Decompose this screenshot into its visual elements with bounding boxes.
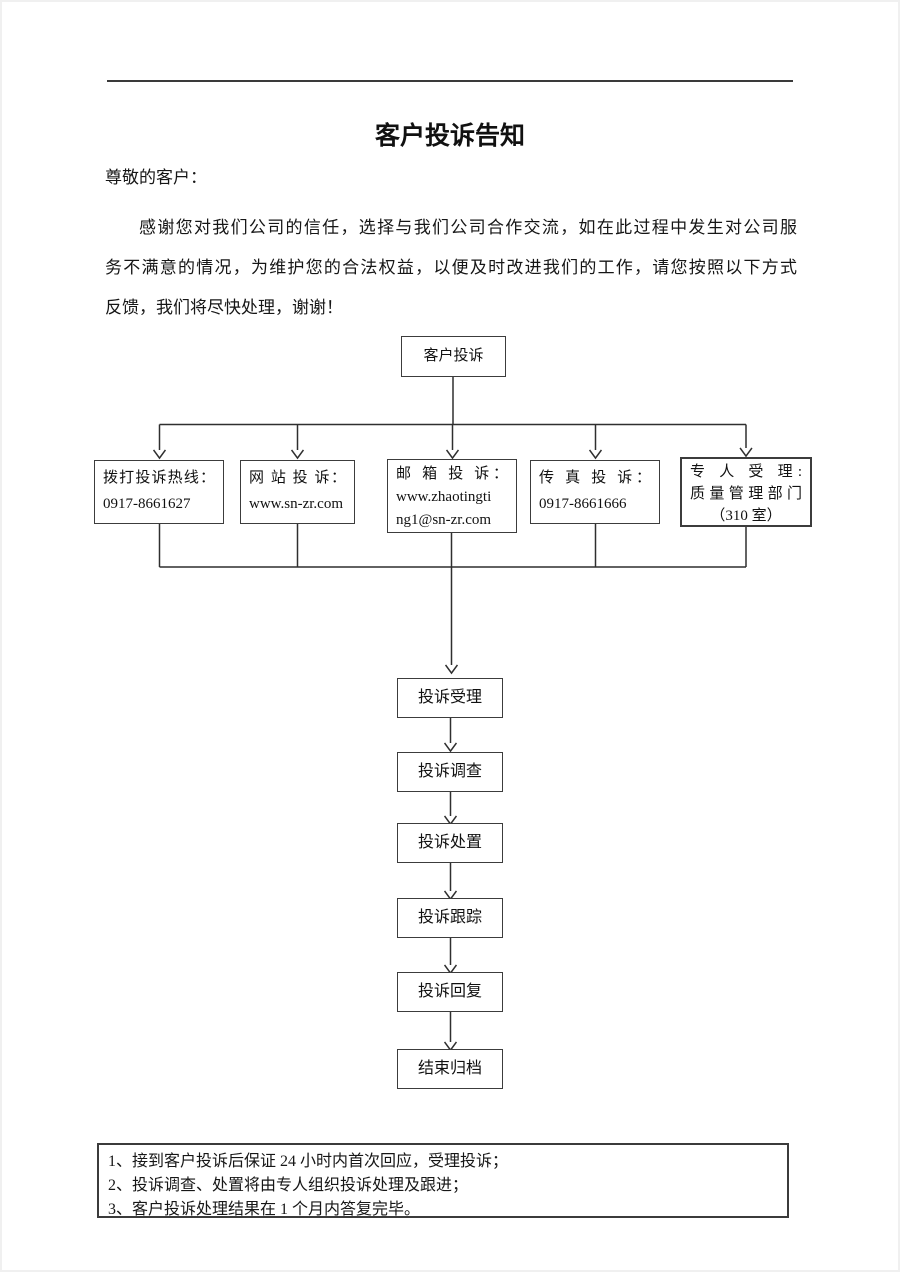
notes-box: 1、接到客户投诉后保证 24 小时内首次回应，受理投诉； 2、投诉调查、处置将由… [97, 1143, 789, 1218]
note-item: 1、接到客户投诉后保证 24 小时内首次回应，受理投诉； [108, 1153, 509, 1170]
channel-value: 0917-8661666 [539, 496, 627, 512]
step-box-acceptance: 投诉受理 [397, 678, 503, 718]
channel-value: 质量管理部门 [690, 486, 802, 502]
step-box-reply: 投诉回复 [397, 972, 503, 1012]
channel-label: 专 人 受 理: [690, 464, 802, 480]
channel-box-website: 网 站 投 诉： www.sn-zr.com [240, 460, 355, 524]
channel-box-hotline: 拨打投诉热线： 0917-8661627 [94, 460, 224, 524]
channel-label: 邮 箱 投 诉： [396, 466, 508, 482]
channel-box-fax: 传 真 投 诉： 0917-8661666 [530, 460, 660, 524]
channel-box-in-person: 专 人 受 理: 质量管理部门 （310 室） [680, 457, 812, 527]
note-item: 3、客户投诉处理结果在 1 个月内答复完毕。 [108, 1201, 421, 1218]
header-rule [107, 80, 793, 82]
channel-label: 网 站 投 诉： [249, 470, 346, 486]
salutation: 尊敬的客户： [105, 168, 207, 187]
channel-value: （310 室） [710, 508, 782, 524]
channel-label: 拨打投诉热线： [103, 470, 215, 486]
channel-label: 传 真 投 诉： [539, 470, 651, 486]
channel-value: www.zhaotingti [396, 489, 492, 505]
intro-paragraph: 感谢您对我们公司的信任，选择与我们公司合作交流，如在此过程中发生对公司服 务不满… [105, 208, 797, 328]
step-box-tracking: 投诉跟踪 [397, 898, 503, 938]
step-box-archive: 结束归档 [397, 1049, 503, 1089]
channel-value: ng1@sn-zr.com [396, 512, 492, 528]
channel-value: 0917-8661627 [103, 496, 191, 512]
flow-start-box: 客户投诉 [401, 336, 506, 377]
paragraph-line: 反馈，我们将尽快处理，谢谢！ [105, 298, 343, 317]
note-item: 2、投诉调查、处置将由专人组织投诉处理及跟进； [108, 1177, 469, 1194]
step-box-investigation: 投诉调查 [397, 752, 503, 792]
step-box-handling: 投诉处置 [397, 823, 503, 863]
paragraph-line: 感谢您对我们公司的信任，选择与我们公司合作交流，如在此过程中发生对公司服 [139, 218, 797, 237]
paragraph-line: 务不满意的情况，为维护您的合法权益，以便及时改进我们的工作，请您按照以下方式 [105, 258, 797, 277]
channel-box-email: 邮 箱 投 诉： www.zhaotingti ng1@sn-zr.com [387, 459, 517, 533]
channel-value: www.sn-zr.com [249, 496, 344, 512]
page-title: 客户投诉告知 [374, 122, 525, 150]
